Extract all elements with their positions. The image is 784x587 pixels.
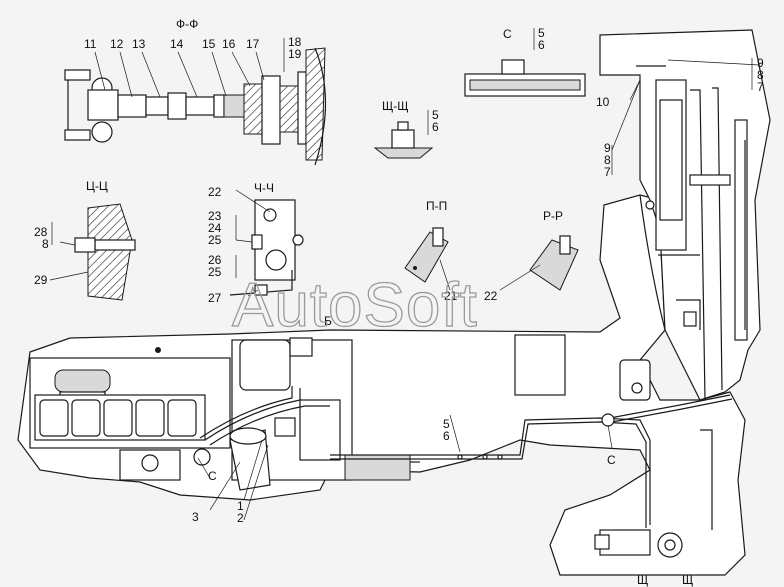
section-titles: Ф-Ф Ц-Ц Ч-Ч П-П Р-Р С Щ-Щ [86, 17, 563, 223]
detail-rr [529, 235, 579, 291]
watermark: AutoSoft [232, 271, 478, 340]
label-8-mid: 8 [604, 153, 611, 167]
section-title-ff: Ф-Ф [176, 17, 198, 31]
label-21: 21 [444, 289, 458, 303]
label-17: 17 [246, 37, 260, 51]
label-7-top: 7 [757, 80, 764, 94]
label-18: 18 [288, 35, 302, 49]
label-11: 11 [84, 37, 97, 51]
detail-ff [64, 47, 327, 166]
position-labels: 11 12 13 14 15 16 17 18 19 22 23 24 25 2… [34, 26, 764, 587]
detail-chch [229, 199, 304, 296]
label-2: 2 [237, 511, 244, 525]
label-7-mid: 7 [604, 165, 611, 179]
label-13: 13 [132, 37, 146, 51]
label-8-top: 8 [757, 68, 764, 82]
engine-block [29, 334, 566, 491]
label-sh-right: Щ [682, 573, 693, 587]
section-title-c: С [503, 27, 512, 41]
label-c-harness: С [607, 453, 616, 467]
label-25-bottom: 25 [208, 265, 222, 279]
label-c-left: С [208, 469, 217, 483]
label-5-shsh: 5 [432, 108, 439, 122]
label-19: 19 [288, 47, 302, 61]
label-15: 15 [202, 37, 216, 51]
label-26: 26 [208, 253, 222, 267]
label-sh-left: Щ [637, 573, 648, 587]
label-23: 23 [208, 209, 222, 223]
wiring-harness [199, 359, 733, 558]
label-8-cc: 8 [42, 237, 49, 251]
label-6-harness: 6 [443, 429, 450, 443]
detail-c [464, 59, 586, 97]
label-22-rr: 22 [484, 289, 498, 303]
label-25-top: 25 [208, 233, 222, 247]
detail-cc [74, 203, 136, 301]
label-22-chch: 22 [208, 185, 222, 199]
label-6-shsh: 6 [432, 120, 439, 134]
label-1: 1 [237, 499, 244, 513]
label-3: 3 [192, 510, 199, 524]
label-b: Б [324, 314, 332, 328]
section-title-pp: П-П [426, 199, 447, 213]
label-29: 29 [34, 273, 48, 287]
section-title-shsh: Щ-Щ [382, 99, 409, 113]
section-title-chch: Ч-Ч [254, 181, 274, 195]
label-5-c: 5 [538, 26, 545, 40]
label-16: 16 [222, 37, 236, 51]
label-28: 28 [34, 225, 48, 239]
detail-shsh [373, 121, 434, 159]
label-12: 12 [110, 37, 124, 51]
leader-lines [49, 28, 761, 521]
label-14: 14 [170, 37, 184, 51]
section-title-rr: Р-Р [543, 209, 563, 223]
label-6-c: 6 [538, 38, 545, 52]
label-9-mid: 9 [604, 141, 611, 155]
section-title-cc: Ц-Ц [86, 179, 108, 193]
label-9-top: 9 [757, 56, 764, 70]
machine-frame [17, 29, 771, 576]
label-24: 24 [208, 221, 222, 235]
label-5-harness: 5 [443, 417, 450, 431]
detail-pp [404, 227, 449, 283]
label-10: 10 [596, 95, 610, 109]
label-27: 27 [208, 291, 222, 305]
